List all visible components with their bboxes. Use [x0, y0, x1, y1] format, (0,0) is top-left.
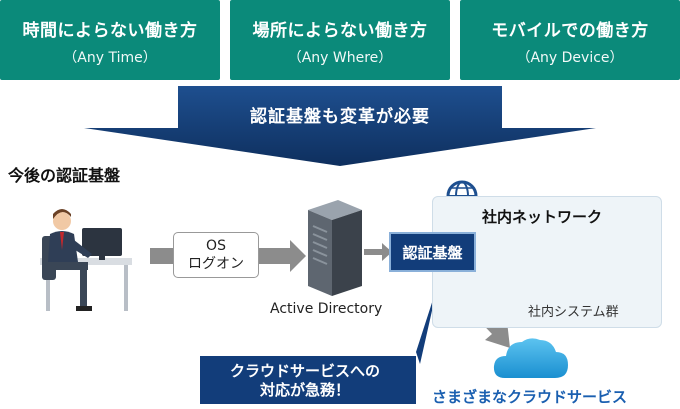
card-title: モバイルでの働き方	[491, 21, 649, 41]
cloud-icon	[493, 338, 568, 378]
card-subtitle: （Any Device）	[516, 50, 624, 66]
os-logon-box: OS ログオン	[173, 232, 259, 278]
auth-platform-box: 認証基盤	[389, 232, 476, 272]
card-subtitle: （Any Time）	[63, 50, 157, 66]
section-title: 今後の認証基盤	[8, 166, 121, 185]
callout-line2: 対応が急務！	[259, 381, 350, 399]
internal-systems-label: 社内システム群	[528, 305, 619, 320]
cloud-services-label: さまざまなクラウドサービス	[432, 388, 628, 406]
card-subtitle: （Any Where）	[287, 50, 393, 66]
card-title: 場所によらない働き方	[252, 21, 428, 41]
active-directory-label: Active Directory	[270, 301, 383, 317]
callout-box	[200, 356, 416, 404]
server-icon	[308, 200, 362, 296]
banner-arrow	[84, 86, 596, 166]
callout-line1: クラウドサービスへの	[229, 362, 380, 380]
os-logon-line2: ログオン	[188, 256, 244, 272]
person-at-desk-icon	[40, 209, 132, 311]
os-logon-line1: OS	[206, 238, 226, 254]
arrow-ad-to-auth	[364, 243, 392, 261]
banner-label: 認証基盤も変革が必要	[250, 107, 430, 127]
card-any-where: 場所によらない働き方 （Any Where）	[230, 0, 450, 80]
card-any-time: 時間によらない働き方 （Any Time）	[0, 0, 220, 80]
card-title: 時間によらない働き方	[22, 21, 198, 41]
internal-network-label: 社内ネットワーク	[482, 208, 603, 226]
card-any-device: モバイルでの働き方 （Any Device）	[460, 0, 680, 80]
callout-text: クラウドサービスへの 対応が急務！	[205, 362, 405, 400]
